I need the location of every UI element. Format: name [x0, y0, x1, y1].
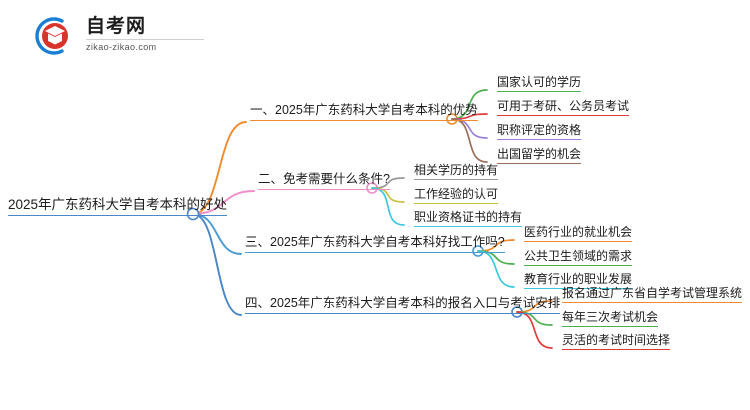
logo-domain: zikao-zikao.com	[86, 42, 157, 52]
mindmap-leaf-node-3-1[interactable]: 医药行业的就业机会	[524, 225, 633, 243]
mindmap-leaf-node-2-3[interactable]: 职业资格证书的持有	[414, 210, 523, 228]
mindmap-leaf-node-1-4[interactable]: 出国留学的机会	[497, 147, 582, 165]
mindmap-leaf-node-1-2[interactable]: 可用于考研、公务员考试	[497, 99, 630, 117]
mindmap-branch-node-4[interactable]: 四、2025年广东药科大学自考本科的报名入口与考试安排	[245, 296, 561, 314]
mindmap-leaf-node-4-2[interactable]: 每年三次考试机会	[562, 310, 659, 328]
mindmap-leaf-node-3-2[interactable]: 公共卫生领域的需求	[524, 249, 633, 267]
root-connector[interactable]	[186, 207, 200, 221]
edge-root-to-branch-2	[192, 190, 255, 215]
mindmap-branch-node-1[interactable]: 一、2025年广东药科大学自考本科的优势	[250, 103, 478, 121]
mindmap-branch-node-2[interactable]: 二、免考需要什么条件?	[258, 172, 390, 190]
mindmap-leaf-node-2-1[interactable]: 相关学历的持有	[414, 163, 499, 181]
edge-branch-1-to-leaf-4	[451, 118, 488, 163]
mindmap-root-node[interactable]: 2025年广东药科大学自考本科的好处	[8, 197, 228, 216]
logo-divider	[86, 39, 204, 40]
mindmap-leaf-node-4-3[interactable]: 灵活的考试时间选择	[562, 333, 671, 351]
logo-mark-icon	[28, 14, 76, 58]
mindmap-leaf-node-2-2[interactable]: 工作经验的认可	[414, 187, 499, 205]
mindmap-leaf-node-4-1[interactable]: 报名通过广东省自学考试管理系统	[562, 286, 743, 304]
mindmap-leaf-node-3-3[interactable]: 教育行业的职业发展	[524, 272, 633, 290]
site-logo: 自考网 zikao-zikao.com	[28, 10, 208, 58]
mindmap-branch-node-3[interactable]: 三、2025年广东药科大学自考本科好找工作吗?	[245, 235, 505, 253]
logo-title: 自考网	[86, 16, 147, 37]
edge-branch-1-to-leaf-3	[451, 118, 488, 139]
edge-root-to-branch-3	[192, 213, 242, 255]
edge-root-to-branch-1	[192, 121, 247, 215]
mindmap-leaf-node-1-3[interactable]: 职称评定的资格	[497, 123, 582, 141]
edge-root-to-branch-4	[192, 213, 242, 316]
mindmap-leaf-node-1-1[interactable]: 国家认可的学历	[497, 75, 582, 93]
